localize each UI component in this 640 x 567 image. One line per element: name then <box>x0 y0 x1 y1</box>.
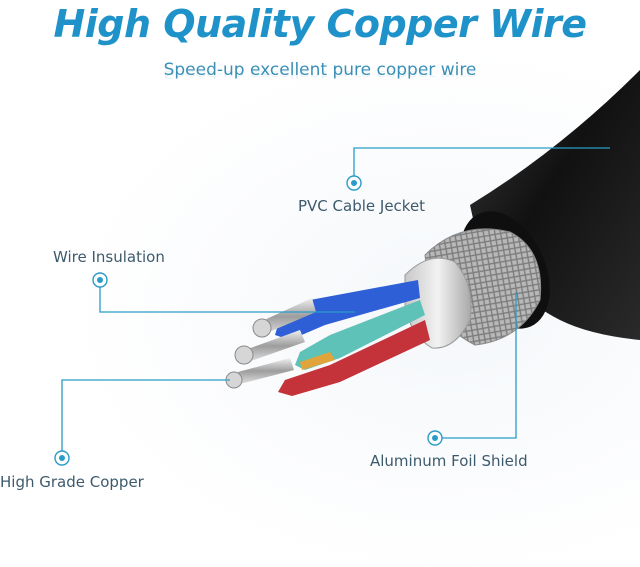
callout-dot-foil <box>427 430 443 446</box>
callout-dot-copper <box>54 450 70 466</box>
page-subtitle: Speed-up excellent pure copper wire <box>163 60 477 80</box>
label-high-grade-copper: High Grade Copper <box>0 473 144 491</box>
inner-conductors <box>275 280 430 396</box>
page-title: High Quality Copper Wire <box>53 2 587 46</box>
subtitle-reflection: Speed-up excellent pure copper wire <box>163 68 477 80</box>
label-aluminum-foil: Aluminum Foil Shield <box>370 452 528 470</box>
conductor-tips <box>225 298 316 389</box>
callout-line-pvc <box>353 147 610 183</box>
callout-dot-pvc <box>346 175 362 191</box>
callout-line-foil <box>435 292 517 439</box>
label-wire-insulation: Wire Insulation <box>53 248 165 266</box>
callout-line-insulation <box>99 280 355 313</box>
callout-dots <box>54 175 443 466</box>
label-pvc-jacket: PVC Cable Jecket <box>298 197 426 215</box>
callout-lines <box>61 147 610 458</box>
callout-line-copper <box>61 379 230 458</box>
callout-dot-insulation <box>92 272 108 288</box>
